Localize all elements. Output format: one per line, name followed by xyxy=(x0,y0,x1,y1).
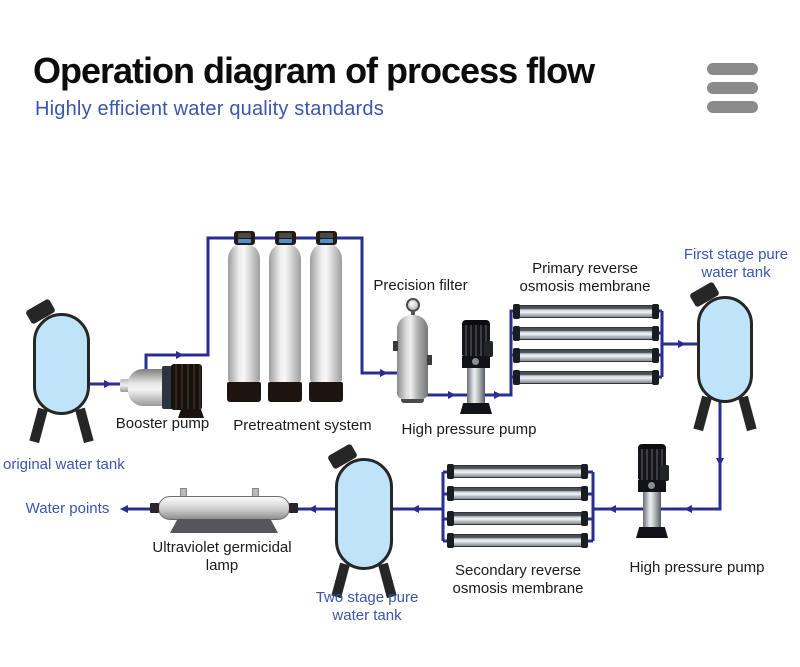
precision-filter-graphic xyxy=(393,298,432,403)
lamp-stand xyxy=(170,519,278,533)
pump-base xyxy=(460,403,492,414)
pump-collar xyxy=(638,480,666,492)
secondary-membrane-tube xyxy=(447,533,588,548)
pressure-gauge-icon xyxy=(405,298,420,312)
menu-bar xyxy=(707,101,758,113)
two-stage-pure-water-tank-graphic xyxy=(327,443,397,599)
primary-membrane-tube xyxy=(513,370,659,385)
label-precision-filter: Precision filter xyxy=(373,277,468,294)
tank-body xyxy=(697,296,753,403)
vessel-base xyxy=(268,382,302,402)
menu-bar xyxy=(707,82,758,94)
first-stage-pure-water-tank-graphic xyxy=(689,281,757,432)
primary-membrane-tube xyxy=(513,326,659,341)
pump-body xyxy=(643,492,661,527)
pump-body xyxy=(467,368,485,403)
label-original-water-tank: original water tank xyxy=(3,456,125,473)
lamp-cap xyxy=(150,503,159,513)
label-pretreatment-system: Pretreatment system xyxy=(233,417,372,434)
label-uv-lamp: Ultraviolet germicidal lamp xyxy=(152,539,292,574)
vessel-base xyxy=(309,382,343,402)
original-water-tank-graphic xyxy=(25,298,94,444)
menu-bar xyxy=(707,63,758,75)
vessel-valve xyxy=(234,231,255,245)
vessel-valve xyxy=(275,231,296,245)
page-title: Operation diagram of process flow xyxy=(33,50,595,91)
label-water-points: Water points xyxy=(25,500,110,517)
label-two-stage-tank: Two stage pure water tank xyxy=(315,589,419,624)
tank-body xyxy=(33,313,90,415)
pump-motor xyxy=(171,364,202,410)
pump-knob xyxy=(660,465,669,481)
pretreatment-vessel-3 xyxy=(309,231,344,402)
label-secondary-membrane: Secondary reverse osmosis membrane xyxy=(452,562,584,597)
secondary-membrane-tube xyxy=(447,511,588,526)
lamp-cap xyxy=(289,503,298,513)
primary-membrane-tube xyxy=(513,348,659,363)
label-high-pressure-pump-1: High pressure pump xyxy=(401,421,537,438)
secondary-membrane-tube xyxy=(447,486,588,501)
filter-body xyxy=(393,315,432,399)
booster-pump-graphic xyxy=(120,362,204,418)
label-high-pressure-pump-2: High pressure pump xyxy=(629,559,765,576)
secondary-membrane-tube xyxy=(447,464,588,479)
label-primary-membrane: Primary reverse osmosis membrane xyxy=(519,260,651,295)
pump-inlet xyxy=(120,379,130,392)
pump-foot xyxy=(178,409,204,418)
pretreatment-vessel-1 xyxy=(227,231,262,402)
flow-arrows xyxy=(104,340,724,513)
vessel-cylinder xyxy=(310,243,342,383)
pump-motor xyxy=(462,320,493,357)
vessel-cylinder xyxy=(228,243,260,383)
pretreatment-vessel-2 xyxy=(268,231,303,402)
primary-membrane-tube xyxy=(513,304,659,319)
vessel-base xyxy=(227,382,261,402)
gauge-stem xyxy=(410,312,415,315)
filter-bottom xyxy=(401,399,424,403)
label-booster-pump: Booster pump xyxy=(115,415,210,432)
page-subtitle: Highly efficient water quality standards xyxy=(35,98,384,120)
pump-head xyxy=(128,369,164,406)
high-pressure-pump-2-graphic xyxy=(636,444,670,538)
pump-collar xyxy=(462,356,490,368)
vessel-valve xyxy=(316,231,337,245)
vessel-cylinder xyxy=(269,243,301,383)
pump-motor xyxy=(638,444,669,481)
pump-ring xyxy=(162,366,173,409)
pump-knob xyxy=(484,341,493,357)
label-first-stage-tank: First stage pure water tank xyxy=(683,246,789,281)
hamburger-menu-icon[interactable] xyxy=(707,63,758,120)
tank-body xyxy=(335,458,393,570)
lamp-body xyxy=(158,496,290,520)
high-pressure-pump-1-graphic xyxy=(460,320,494,414)
uv-germicidal-lamp-graphic xyxy=(150,488,300,536)
pump-base xyxy=(636,527,668,538)
